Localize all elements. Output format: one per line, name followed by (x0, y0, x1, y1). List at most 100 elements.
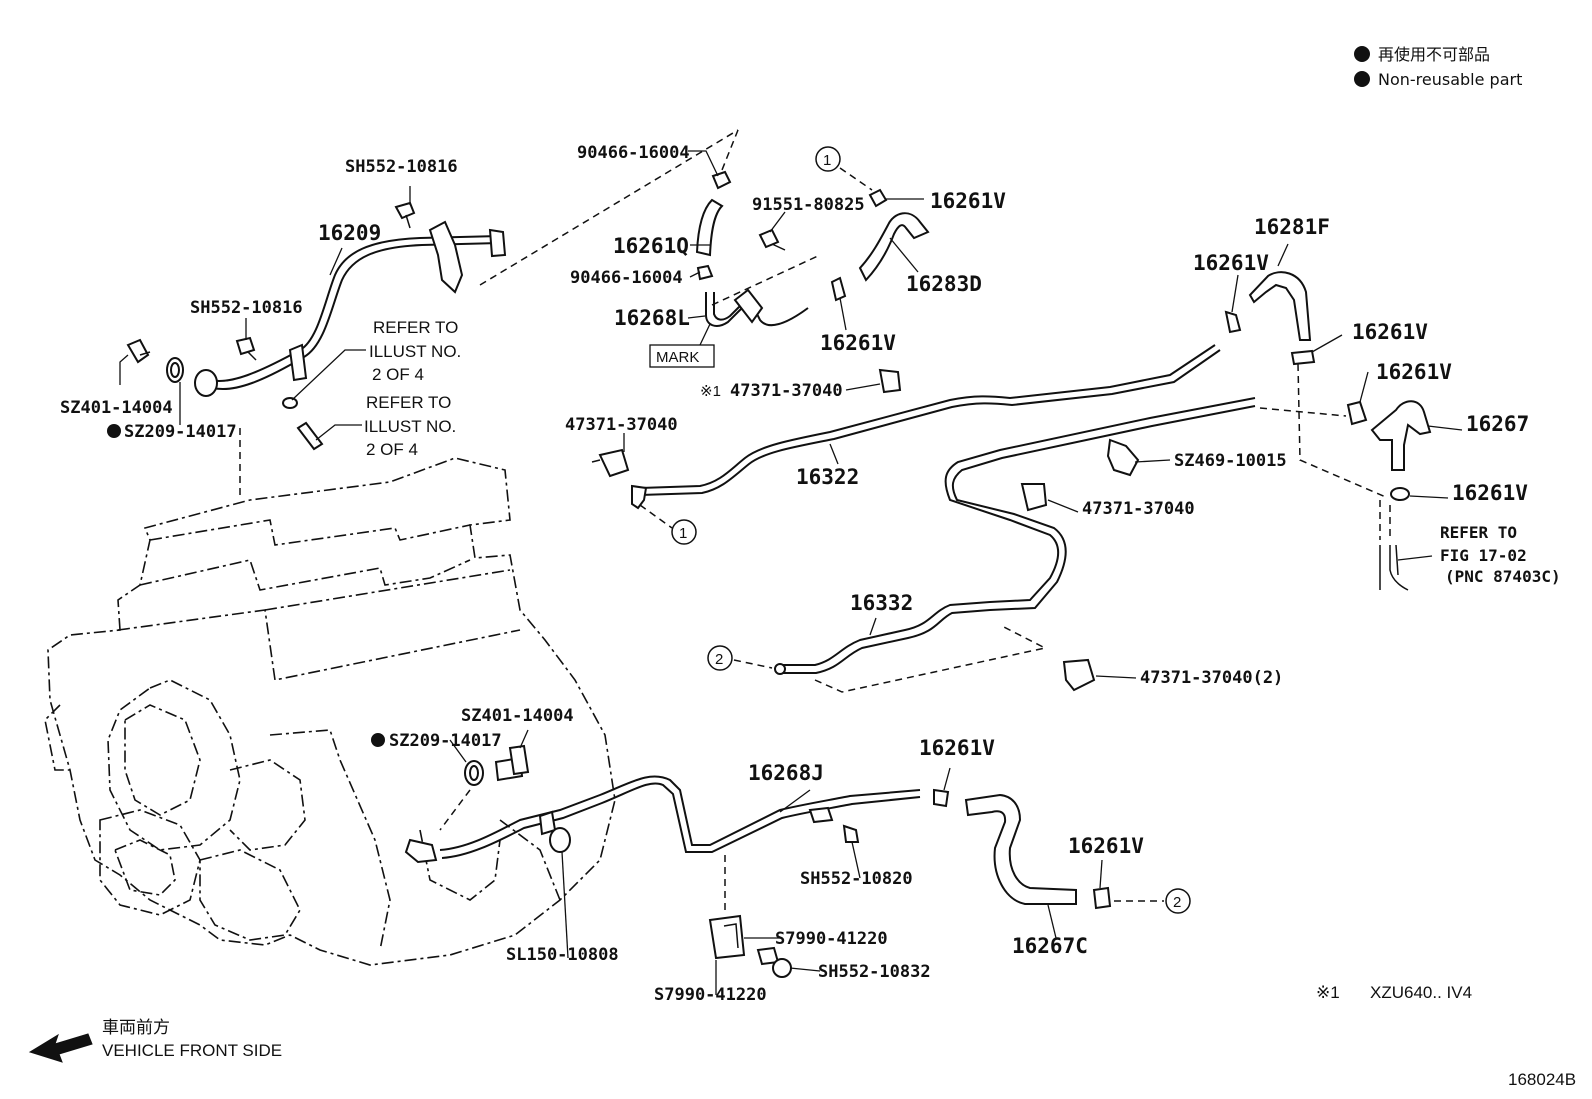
front-arrow-icon (28, 1033, 93, 1063)
label-s7990-41220-a: S7990-41220 (775, 929, 888, 949)
label-sh552-10816-mid: SH552-10816 (190, 298, 303, 318)
label-90466-16004-top: 90466-16004 (577, 143, 690, 163)
label-refer2-l3: 2 OF 4 (366, 440, 418, 459)
pipe-16268j (404, 775, 921, 864)
label-s7990-41220-b: S7990-41220 (654, 985, 767, 1005)
dashed-guide (1259, 407, 1347, 417)
clamp-47371-37040-left (591, 448, 630, 478)
label-note-mark: ※1 (700, 383, 721, 400)
legend: 再使用不可部品 Non-reusable part (1354, 45, 1522, 89)
mark-box (649, 344, 715, 368)
dashed-guide (639, 504, 673, 529)
label-16209: 16209 (318, 221, 381, 245)
label-47371-37040-left: 47371-37040 (565, 415, 678, 435)
non-reusable-dot-icon (1354, 46, 1370, 62)
label-fig-l2: FIG 17-02 (1440, 546, 1527, 565)
clip-16261v-right4 (1390, 487, 1410, 501)
label-90466-16004-mid: 90466-16004 (570, 268, 683, 288)
label-sz209-14017-bottom: SZ209-14017 (389, 731, 502, 751)
clip-16261v-bottom1 (933, 788, 950, 808)
callout-1-top (815, 146, 841, 172)
bolt-91551-80825 (758, 228, 786, 251)
non-reusable-dot-icon (371, 733, 385, 747)
legend-non-reusable-en: Non-reusable part (1378, 70, 1522, 89)
label-sz209-14017-left: SZ209-14017 (124, 422, 237, 442)
label-16267c: 16267C (1012, 934, 1088, 958)
hose-16281f (1248, 271, 1312, 341)
clamp-47371-37040-2 (1062, 658, 1096, 692)
callout-2-left (707, 645, 733, 671)
dashed-guide (814, 624, 1048, 693)
label-16281f: 16281F (1254, 215, 1330, 239)
hose-16267c (964, 793, 1077, 905)
clamp-90466-16004-top (711, 170, 732, 190)
dashed-guide (839, 167, 873, 191)
label-mark: MARK (656, 349, 699, 366)
bolt-sh552-10816-mid (235, 336, 257, 361)
label-16261v-bottom1: 16261V (919, 736, 995, 760)
label-sz401-14004-left: SZ401-14004 (60, 398, 173, 418)
label-refer1-l3: 2 OF 4 (372, 365, 424, 384)
label-16261v-right3: 16261V (1376, 360, 1452, 384)
clip-16261v-mid (830, 276, 847, 302)
gasket-sz209-14017-bottom (464, 760, 484, 786)
label-16267: 16267 (1466, 412, 1529, 436)
dashed-guide (479, 129, 739, 286)
clip-16261v-right1 (1224, 310, 1242, 334)
leader-lines (119, 150, 1463, 995)
clamp-47371-37040-star (878, 368, 902, 394)
label-16261v-mid: 16261V (820, 331, 896, 355)
dashed-guide (733, 659, 773, 669)
label-fig-l3: (PNC 87403C) (1445, 567, 1561, 586)
clamp-s7990-41220 (708, 914, 746, 960)
hose-16267 (1370, 400, 1432, 471)
label-16261v-right4: 16261V (1452, 481, 1528, 505)
label-47371-37040-2: 47371-37040(2) (1140, 668, 1283, 688)
bolt-sh552-10816-top (394, 201, 416, 229)
bolt-sh552-10820 (842, 824, 860, 843)
label-16268l: 16268L (614, 306, 690, 330)
gasket-sz209-14017-left (166, 357, 184, 383)
label-refer2-l1: REFER TO (366, 393, 451, 412)
clip-16261v-bottom2 (1092, 886, 1112, 910)
fig-17-02-connector (1379, 544, 1409, 591)
label-footnote-mark: ※1 (1316, 983, 1340, 1002)
label-direction-jp: 車両前方 (102, 1018, 170, 1037)
hose-16261q (695, 198, 724, 257)
clamp-47371-37040-mid (1020, 483, 1048, 512)
clip-16261v-top (868, 188, 888, 208)
label-refer2-l2: ILLUST NO. (364, 417, 456, 436)
label-sh552-10820: SH552-10820 (800, 869, 913, 889)
union-bolt-sz401-14004-bottom (494, 744, 530, 782)
clamp-sz469-10015 (1106, 438, 1140, 477)
label-sh552-10832: SH552-10832 (818, 962, 931, 982)
non-reusable-dot-icon (107, 424, 121, 438)
pipe-16322 (631, 344, 1221, 510)
hose-16283d (858, 212, 930, 282)
label-16261v-top: 16261V (930, 189, 1006, 213)
pipe-16209 (194, 220, 507, 397)
label-refer1-l1: REFER TO (373, 318, 458, 337)
label-16261v-right2: 16261V (1352, 320, 1428, 344)
label-sh552-10816-top: SH552-10816 (345, 157, 458, 177)
union-bolt-sz401-14004-left (126, 338, 151, 364)
label-47371-37040-mid: 47371-37040 (1082, 499, 1195, 519)
label-16283d: 16283D (906, 272, 982, 296)
small-hose-refer (282, 397, 324, 451)
clip-16261v-right3 (1346, 400, 1368, 426)
clip-16261v-right2 (1290, 349, 1316, 366)
dashed-guide (1297, 363, 1389, 499)
pipe-16332 (774, 397, 1256, 675)
label-16268j: 16268J (748, 761, 824, 785)
labels: 90466-16004 91551-80825 16261V 16261Q 90… (60, 143, 1561, 1005)
label-direction-en: VEHICLE FRONT SIDE (102, 1041, 282, 1060)
label-16261v-bottom2: 16261V (1068, 834, 1144, 858)
engine-block-outline (44, 457, 616, 966)
dashed-guide (439, 789, 471, 831)
bolt-sl150-10808 (549, 827, 571, 853)
non-reusable-dot-icon (1354, 71, 1370, 87)
callout-2-right-label: 2 (1173, 894, 1181, 911)
callout-2-left-label: 2 (715, 651, 723, 668)
label-16261v-right1: 16261V (1193, 251, 1269, 275)
